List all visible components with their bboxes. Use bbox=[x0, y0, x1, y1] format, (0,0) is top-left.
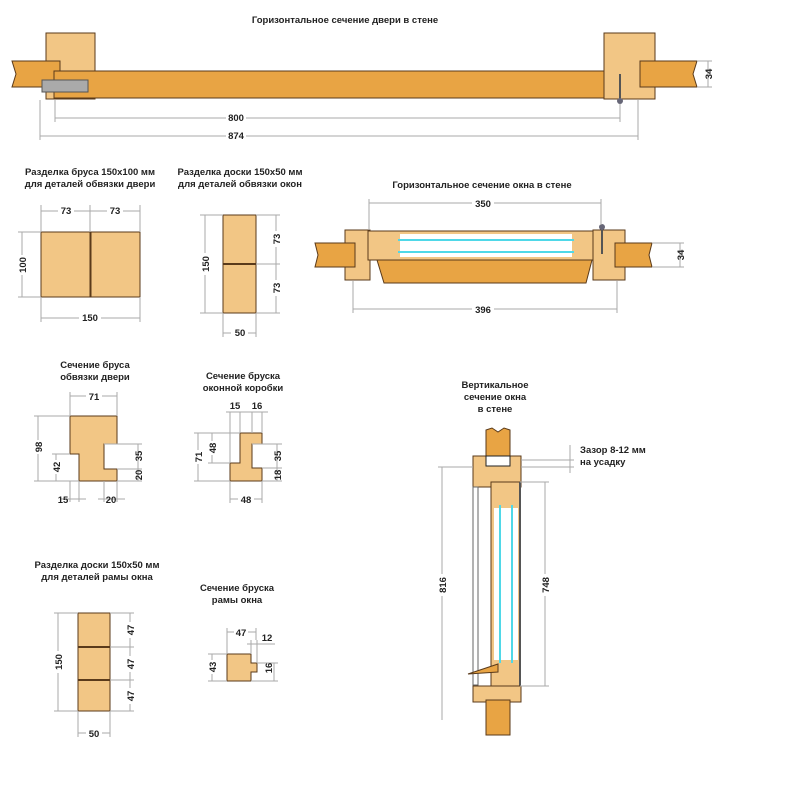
title-line: для деталей обвязки двери bbox=[25, 179, 156, 190]
dim-43: 43 bbox=[208, 662, 219, 673]
door-horizontal-title: Горизонтальное сечение двери в стене bbox=[252, 15, 438, 26]
dim-18: 18 bbox=[273, 470, 284, 481]
dim-71: 71 bbox=[89, 392, 100, 403]
window-box-section: Сечение бруска оконной коробки 15 16 71 … bbox=[192, 371, 284, 506]
title-line: рамы окна bbox=[212, 595, 263, 606]
dim-47: 47 bbox=[236, 628, 247, 639]
dim-12: 12 bbox=[262, 633, 273, 644]
dim-48: 48 bbox=[208, 443, 219, 454]
window-board-cut: Разделка доски 150x50 мм для деталей обв… bbox=[178, 167, 303, 339]
title-line: Сечение бруска bbox=[206, 371, 281, 382]
door-leaf bbox=[53, 70, 617, 99]
door-frame-section: Сечение бруса обвязки двери 71 98 42 35 … bbox=[32, 360, 145, 506]
title-line: обвязки двери bbox=[60, 372, 130, 383]
dim-15: 15 bbox=[230, 401, 241, 412]
dim-73: 73 bbox=[272, 283, 283, 294]
title-line: в стене bbox=[478, 404, 513, 415]
gap-note: Зазор 8-12 мм bbox=[580, 445, 646, 456]
title-line: Разделка доски 150x50 мм bbox=[178, 167, 303, 178]
dim-16: 16 bbox=[264, 663, 275, 674]
dim-73: 73 bbox=[272, 234, 283, 245]
dim-20: 20 bbox=[134, 470, 145, 481]
sash-board-cut: Разделка доски 150x50 мм для деталей рам… bbox=[35, 560, 160, 740]
window-vertical-section: Вертикальное сечение окна в стене 816 74… bbox=[436, 380, 646, 736]
gap-note: на усадку bbox=[580, 457, 626, 468]
title-line: Вертикальное bbox=[461, 380, 528, 391]
sash-section: Сечение бруска рамы окна 47 12 43 16 bbox=[200, 583, 278, 682]
dim-42: 42 bbox=[52, 462, 63, 473]
dim-874: 874 bbox=[228, 131, 245, 142]
title-line: оконной коробки bbox=[203, 383, 284, 394]
dim-98: 98 bbox=[34, 442, 45, 453]
title-line: для деталей рамы окна bbox=[41, 572, 153, 583]
door-beam-cut: Разделка бруса 150x100 мм для деталей об… bbox=[16, 167, 155, 324]
door-latch bbox=[41, 79, 89, 93]
dim-150: 150 bbox=[201, 256, 212, 272]
title-line: Сечение бруса bbox=[60, 360, 130, 371]
dim-20: 20 bbox=[106, 495, 117, 506]
dim-71: 71 bbox=[194, 451, 205, 462]
title-line: Сечение бруска bbox=[200, 583, 275, 594]
dim-16: 16 bbox=[252, 401, 263, 412]
dim-35: 35 bbox=[134, 450, 145, 461]
title-line: сечение окна bbox=[464, 392, 527, 403]
dim-50: 50 bbox=[89, 729, 100, 740]
dim-350: 350 bbox=[475, 199, 491, 210]
dim-100: 100 bbox=[18, 257, 29, 273]
drip-cap bbox=[467, 663, 499, 675]
dim-47: 47 bbox=[126, 691, 137, 702]
title-line: Разделка доски 150x50 мм bbox=[35, 560, 160, 571]
dim-47: 47 bbox=[126, 625, 137, 636]
dim-34: 34 bbox=[676, 249, 687, 260]
dim-150: 150 bbox=[54, 654, 65, 670]
dim-50: 50 bbox=[235, 328, 246, 339]
window-horizontal-title: Горизонтальное сечение окна в стене bbox=[392, 180, 571, 191]
door-horizontal-section: Горизонтальное сечение двери в стене 800… bbox=[11, 15, 715, 142]
dim-396: 396 bbox=[475, 305, 491, 316]
hinge-pin-icon bbox=[617, 98, 623, 104]
title-line: для деталей обвязки окон bbox=[178, 179, 302, 190]
dim-34: 34 bbox=[704, 68, 715, 79]
title-line: Разделка бруса 150x100 мм bbox=[25, 167, 155, 178]
dim-47: 47 bbox=[126, 659, 137, 670]
dim-73: 73 bbox=[61, 206, 72, 217]
dim-816: 816 bbox=[438, 577, 449, 593]
dim-15: 15 bbox=[58, 495, 69, 506]
dim-35: 35 bbox=[273, 450, 284, 461]
dim-748: 748 bbox=[541, 577, 552, 593]
window-handle-icon bbox=[599, 224, 605, 230]
dim-800: 800 bbox=[228, 113, 244, 124]
dim-150: 150 bbox=[82, 313, 98, 324]
right-wall-log bbox=[639, 60, 698, 88]
window-horizontal-section: Горизонтальное сечение окна в стене 350 … bbox=[314, 180, 687, 316]
dim-48: 48 bbox=[241, 495, 252, 506]
dim-73: 73 bbox=[110, 206, 121, 217]
